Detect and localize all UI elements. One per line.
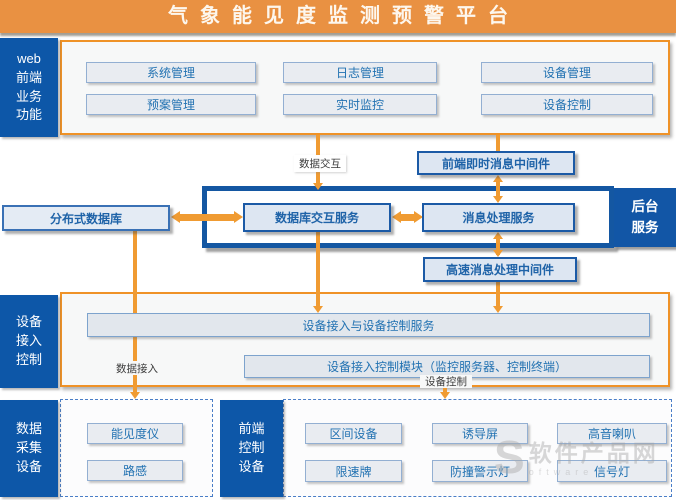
module-box-realtime-monitor: 实时监控 (283, 94, 437, 115)
label-line: 设备 (15, 458, 42, 474)
device-box-section-device: 区间设备 (305, 423, 402, 444)
arrow-bar-service-link (399, 214, 415, 221)
device-box-visibility-meter: 能见度仪 (87, 423, 183, 444)
service-box-access-control-module: 设备接入控制模块（监控服务器、控制终端） (244, 355, 650, 378)
title-bar: 气象能见度监测预警平台 (0, 0, 676, 33)
arrow-line-to-frontend-mw (496, 135, 500, 152)
label-line: 前端 (238, 421, 265, 437)
service-box-device-access-control: 设备接入与设备控制服务 (87, 313, 650, 337)
arrow-head-left-icon (171, 211, 180, 223)
label-line: web (17, 50, 41, 66)
label-line: 数据 (15, 421, 42, 437)
arrow-line-dbservice-to-access (316, 232, 320, 308)
arrow-head-down-icon (313, 306, 323, 313)
label-line: 设备 (15, 314, 42, 330)
module-box-device-control: 设备控制 (481, 94, 653, 115)
connector-label-device-control: 设备控制 (420, 375, 472, 388)
label-line: 后台 (631, 199, 659, 215)
arrow-head-down-icon (493, 250, 503, 257)
section-label-web-frontend: web 前端 业务 功能 (0, 38, 58, 137)
arrow-head-down-icon (440, 392, 450, 399)
service-box-db-interaction: 数据库交互服务 (243, 203, 391, 232)
device-box-anticollision-light: 防撞警示灯 (432, 460, 528, 482)
arrow-line-msg-to-highspeed (496, 235, 500, 255)
label-line: 服务 (631, 219, 659, 235)
arrow-line-mw-to-msg-service (496, 178, 500, 200)
label-line: 采集 (15, 440, 42, 456)
module-box-plan-mgmt: 预案管理 (86, 94, 256, 115)
arrow-head-up-icon (493, 232, 503, 239)
connector-label-data-access: 数据接入 (112, 361, 162, 375)
device-box-speed-limit-sign: 限速牌 (305, 460, 402, 482)
section-label-data-collection: 数据 采集 设备 (0, 400, 58, 497)
arrow-head-down-icon (313, 183, 323, 190)
arrow-head-up-icon (493, 175, 503, 182)
arrow-line-highspeed-to-access (496, 282, 500, 308)
label-line: 控制 (15, 351, 42, 367)
arrow-head-right-icon (234, 211, 243, 223)
arrow-head-right-icon (414, 211, 423, 223)
section-label-backend-services: 后台 服务 (614, 188, 676, 247)
device-box-road-sensor: 路感 (87, 460, 183, 481)
arrow-line-db-to-collection (133, 228, 137, 395)
device-box-loudspeaker: 高音喇叭 (557, 423, 667, 444)
device-box-signal-light: 信号灯 (557, 460, 667, 482)
web-frontend-panel (60, 40, 670, 135)
connector-label-data-exchange: 数据交互 (294, 155, 346, 172)
service-box-msg-processing: 消息处理服务 (422, 203, 575, 232)
device-box-guidance-screen: 诱导屏 (432, 423, 528, 444)
collection-devices-panel (60, 399, 213, 497)
arrow-bar-db-link (179, 214, 235, 221)
arrow-head-down-icon (493, 196, 503, 203)
module-box-device-mgmt: 设备管理 (481, 62, 653, 83)
arrow-head-left-icon (392, 211, 401, 223)
control-devices-panel (283, 399, 672, 497)
section-label-device-access: 设备 接入 控制 (0, 295, 58, 388)
module-box-log-mgmt: 日志管理 (283, 62, 437, 83)
label-line: 前端 (15, 69, 42, 85)
label-line: 控制 (238, 440, 265, 456)
section-label-frontend-control: 前端 控制 设备 (220, 400, 283, 497)
arrow-head-down-icon (493, 306, 503, 313)
label-line: 设备 (238, 458, 265, 474)
page-title: 气象能见度监测预警平台 (168, 5, 520, 27)
module-box-system-mgmt: 系统管理 (86, 62, 256, 83)
label-line: 接入 (15, 333, 42, 349)
service-box-distributed-db: 分布式数据库 (2, 205, 170, 231)
label-line: 功能 (15, 107, 42, 123)
middleware-box-frontend-instant: 前端即时消息中间件 (417, 151, 575, 175)
middleware-box-high-speed: 高速消息处理中间件 (423, 257, 577, 282)
label-line: 业务 (15, 88, 42, 104)
arrow-head-down-icon (130, 392, 140, 399)
